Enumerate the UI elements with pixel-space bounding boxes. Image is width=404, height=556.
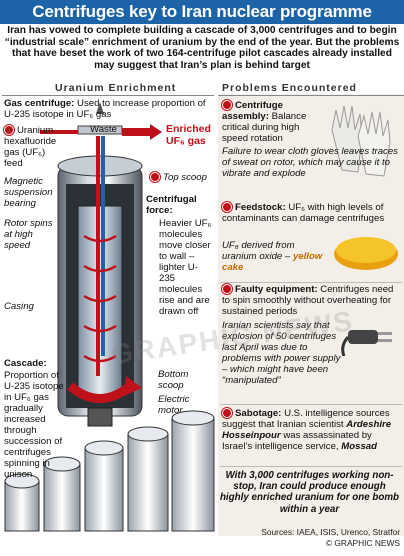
left-heading: Uranium Enrichment [55,82,177,94]
cascade-heading: Cascade: [4,358,47,369]
right-heading: Problems Encountered [222,82,357,94]
equipment-dot [222,284,232,295]
magnetic-bearing-label: Magnetic suspension bearing [4,176,53,209]
page-title: Centrifuges key to Iran nuclear programm… [0,0,404,24]
feed-label: Uranium hexafluoride gas (UF₆) feed [4,125,57,169]
bottom-note: With 3,000 centrifuges working non-stop,… [219,470,400,515]
top-scoop-label: Top scoop [150,172,207,183]
enriched-label: Enriched UF₆ gas [166,123,211,147]
right-heading-rule [218,95,404,96]
gloves-image [331,105,391,177]
copyright: © GRAPHIC NEWS [325,538,400,548]
feedstock-dot [222,202,232,213]
rotor-label: Rotor spins at high speed [4,218,53,251]
feed-dot [4,125,14,136]
problem-feedstock-detail: UF₆ derived from uranium oxide – yellow … [222,240,323,273]
problem-equipment-detail: Iranian scientists say that explosion of… [222,320,341,386]
casing-label: Casing [4,301,34,312]
cascade-text: Proportion of U-235 isotope in UF₆ gas g… [4,370,64,480]
centrifugal-force-text: Heavier UF₆ molecules move closer to wal… [159,218,212,317]
problem-feedstock: Feedstock: UF₆ with high levels of conta… [222,202,385,224]
intro-text: Iran has vowed to complete building a ca… [4,25,400,71]
electric-motor-label: Electric motor [158,394,190,416]
problem-equipment: Faulty equipment: Centrifuges need to sp… [222,284,394,317]
top-scoop-dot [150,172,160,183]
bottom-scoop-label: Bottom scoop [158,369,189,391]
divider-3 [220,466,402,467]
left-heading-rule [2,95,214,96]
gas-centrifuge-text: Gas centrifuge: Used to increase proport… [4,98,206,120]
sabotage-dot [222,408,232,419]
divider-2 [220,404,402,405]
centrifugal-force-heading: Centrifugal force: [146,194,197,216]
yellow-cake-image [334,237,398,270]
centrifuge-illustration [4,102,215,532]
power-plug-image [341,330,392,356]
problem-assembly-detail: Failure to wear cloth gloves leaves trac… [222,146,398,179]
problem-sabotage: Sabotage: U.S. intelligence sources sugg… [222,408,392,452]
divider [220,282,402,283]
sources: Sources: IAEA, ISIS, Urenco, Stratfor [261,527,400,537]
problem-assembly: Centrifuge assembly: Balance critical du… [222,100,307,144]
assembly-dot [222,100,232,111]
waste-label: Waste [90,124,117,135]
